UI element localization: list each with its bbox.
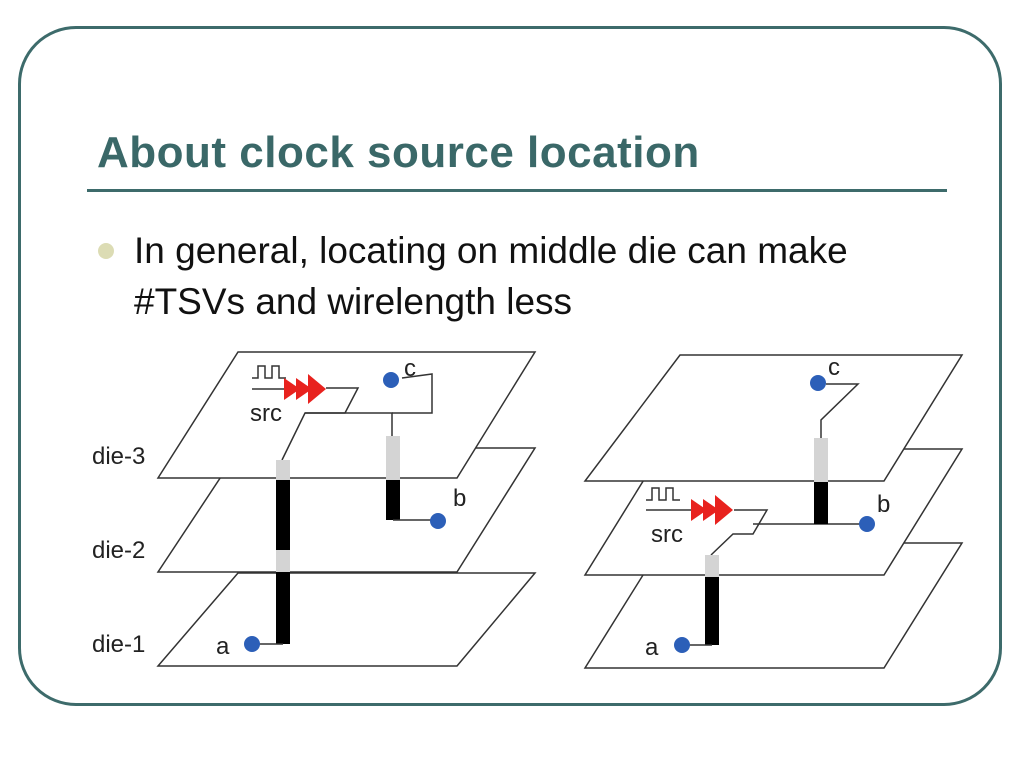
layer-label-die-1: die-1 <box>92 631 145 658</box>
left-tsv-stub-a-mid <box>276 550 290 572</box>
left-sink-c-label: c <box>404 355 416 382</box>
title-underline <box>87 189 947 192</box>
right-tsv-a <box>705 577 719 645</box>
left-die-3-plane <box>156 351 537 479</box>
left-sink-a-icon <box>244 636 260 652</box>
right-sink-b-icon <box>859 516 875 532</box>
left-wire-c-leg <box>392 373 433 414</box>
bullet-icon <box>98 243 114 259</box>
right-sink-c-label: c <box>828 354 840 381</box>
right-tsv-stub-c <box>814 438 828 482</box>
right-die-3-plane <box>583 354 964 482</box>
left-tsv-b <box>386 480 400 520</box>
left-diagram: src c b a die-3 die-2 die-1 <box>92 351 537 667</box>
right-tsv-c <box>814 482 828 524</box>
left-buffer-icon-2 <box>296 378 312 400</box>
right-src-label: src <box>651 521 683 548</box>
right-sink-b-label: b <box>877 491 890 518</box>
left-tsv-stub-b <box>386 436 400 480</box>
left-clock-waveform-icon <box>252 365 286 379</box>
left-tsv-a-lower <box>276 572 290 644</box>
right-diagram: src c b a <box>583 354 964 669</box>
right-tsv-stub-a <box>705 555 719 577</box>
left-die-1-plane <box>156 572 537 667</box>
left-tsv-a-upper <box>276 480 290 550</box>
right-wire-c <box>820 383 860 438</box>
layer-label-die-3: die-3 <box>92 443 145 470</box>
left-sink-b-label: b <box>453 485 466 512</box>
slide-title: About clock source location <box>97 128 700 177</box>
right-clock-waveform-icon <box>646 487 680 501</box>
right-buffer-icon-3 <box>715 495 733 525</box>
left-sink-a-label: a <box>216 633 230 660</box>
left-buffer-icon-3 <box>308 374 326 404</box>
right-sink-a-label: a <box>645 634 659 661</box>
left-sink-c-icon <box>383 372 399 388</box>
slide-frame <box>18 26 1002 706</box>
left-buffer-icon-1 <box>284 378 300 400</box>
left-tsv-stub-a-top <box>276 460 290 480</box>
right-sink-c-icon <box>810 375 826 391</box>
right-buffer-icon-1 <box>691 499 707 521</box>
right-sink-a-icon <box>674 637 690 653</box>
layer-label-die-2: die-2 <box>92 537 145 564</box>
left-sink-b-icon <box>430 513 446 529</box>
bullet-text: In general, locating on middle die can m… <box>134 230 848 322</box>
right-wire-src-to-trunk <box>710 509 769 556</box>
right-buffer-icon-2 <box>703 499 719 521</box>
left-src-label: src <box>250 400 282 427</box>
